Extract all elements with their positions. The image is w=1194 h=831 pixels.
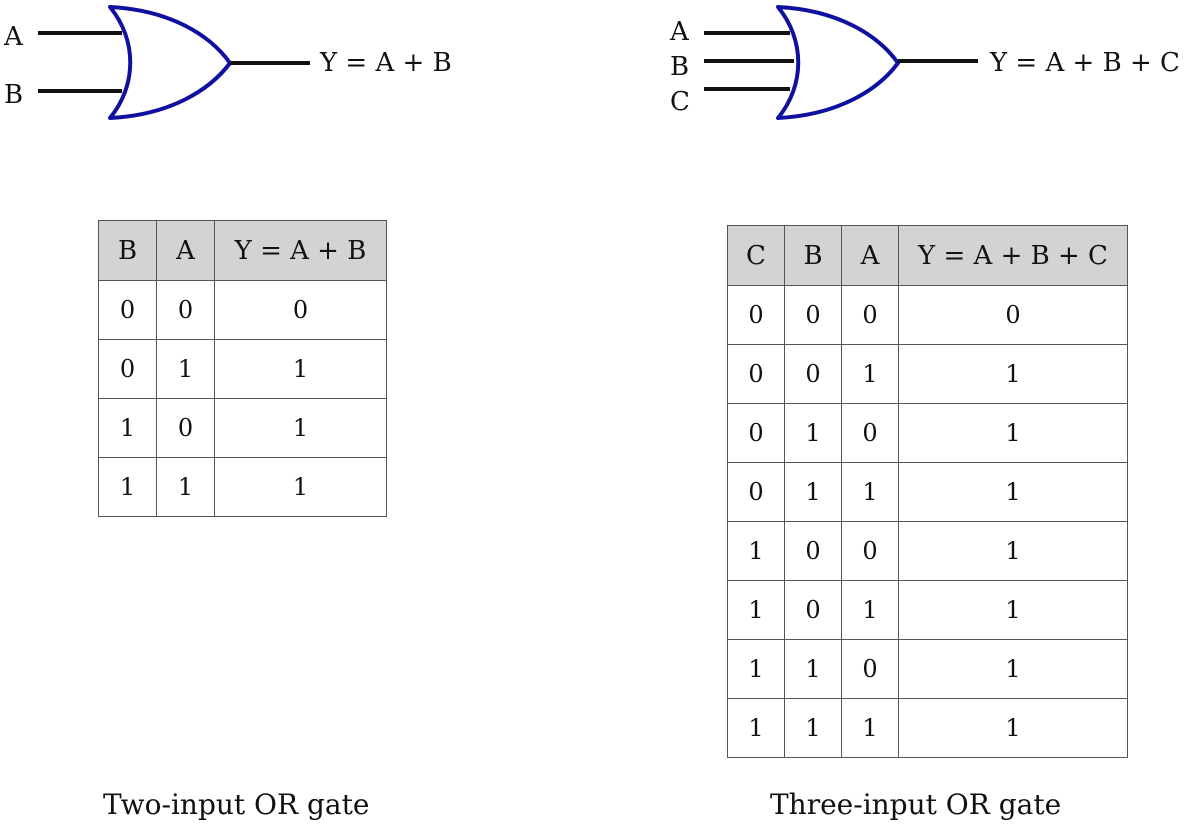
table-cell: 1 — [727, 580, 785, 640]
table-cell: 1 — [214, 457, 387, 517]
table-cell: 1 — [214, 398, 387, 458]
three-input-caption: Three-input OR gate — [770, 788, 1062, 821]
table-cell: 0 — [727, 344, 785, 404]
input-a-label: A — [669, 17, 690, 47]
column-header: A — [156, 220, 215, 281]
table-header-row: C B A Y = A + B + C — [727, 225, 1128, 286]
table-cell: 1 — [898, 403, 1128, 463]
column-header: Y = A + B — [214, 220, 387, 281]
table-row: 1 0 0 1 — [727, 521, 1128, 581]
table-cell: 0 — [727, 462, 785, 522]
table-cell: 1 — [784, 462, 842, 522]
table-cell: 1 — [727, 698, 785, 758]
table-cell: 1 — [727, 639, 785, 699]
table-cell: 1 — [727, 521, 785, 581]
table-cell: 0 — [784, 285, 842, 345]
table-cell: 1 — [784, 698, 842, 758]
table-cell: 0 — [214, 280, 387, 340]
table-cell: 1 — [784, 639, 842, 699]
output-expression: Y = A + B — [319, 48, 452, 78]
table-cell: 1 — [898, 462, 1128, 522]
input-b-label: B — [670, 52, 689, 82]
table-cell: 1 — [841, 698, 899, 758]
table-cell: 1 — [898, 521, 1128, 581]
table-cell: 1 — [156, 457, 215, 517]
table-cell: 1 — [898, 698, 1128, 758]
table-cell: 1 — [841, 344, 899, 404]
table-row: 0 1 0 1 — [727, 403, 1128, 463]
column-header: B — [784, 225, 842, 286]
table-row: 0 0 0 0 — [727, 285, 1128, 345]
table-row: 0 0 1 1 — [727, 344, 1128, 404]
table-row: 1 1 1 1 — [727, 698, 1128, 758]
table-cell: 1 — [898, 344, 1128, 404]
input-a-label: A — [3, 22, 24, 52]
table-cell: 0 — [841, 403, 899, 463]
table-cell: 0 — [784, 580, 842, 640]
table-cell: 0 — [841, 521, 899, 581]
input-c-label: C — [670, 87, 690, 117]
two-input-truth-table: B A Y = A + B 0 0 0 0 1 1 1 0 1 1 1 1 — [98, 220, 387, 517]
table-row: 0 0 0 — [98, 280, 387, 340]
table-cell: 1 — [784, 403, 842, 463]
three-input-truth-table: C B A Y = A + B + C 0 0 0 0 0 0 1 1 0 1 … — [727, 225, 1128, 758]
table-cell: 0 — [98, 339, 157, 399]
table-cell: 1 — [98, 457, 157, 517]
three-input-or-gate-symbol: A B C Y = A + B + C — [669, 5, 1180, 120]
table-cell: 0 — [156, 280, 215, 340]
two-input-caption: Two-input OR gate — [103, 788, 370, 821]
table-cell: 0 — [841, 285, 899, 345]
two-input-or-gate-symbol: A B Y = A + B — [3, 5, 452, 120]
table-cell: 1 — [841, 580, 899, 640]
table-cell: 1 — [898, 580, 1128, 640]
table-row: 0 1 1 — [98, 339, 387, 399]
table-cell: 0 — [727, 285, 785, 345]
table-cell: 1 — [898, 639, 1128, 699]
table-cell: 0 — [898, 285, 1128, 345]
table-cell: 0 — [156, 398, 215, 458]
or-gate-body — [108, 5, 232, 120]
table-header-row: B A Y = A + B — [98, 220, 387, 281]
table-cell: 1 — [156, 339, 215, 399]
table-cell: 0 — [98, 280, 157, 340]
column-header: B — [98, 220, 157, 281]
column-header: A — [841, 225, 899, 286]
table-row: 1 1 1 — [98, 457, 387, 517]
column-header: C — [727, 225, 785, 286]
input-b-label: B — [4, 80, 23, 110]
table-row: 0 1 1 1 — [727, 462, 1128, 522]
or-gate-body — [776, 5, 900, 120]
table-cell: 0 — [841, 639, 899, 699]
table-row: 1 0 1 — [98, 398, 387, 458]
table-cell: 1 — [841, 462, 899, 522]
table-cell: 0 — [784, 521, 842, 581]
table-cell: 0 — [727, 403, 785, 463]
column-header: Y = A + B + C — [898, 225, 1128, 286]
table-row: 1 1 0 1 — [727, 639, 1128, 699]
table-cell: 0 — [784, 344, 842, 404]
table-row: 1 0 1 1 — [727, 580, 1128, 640]
table-cell: 1 — [214, 339, 387, 399]
table-cell: 1 — [98, 398, 157, 458]
output-expression: Y = A + B + C — [989, 48, 1180, 78]
